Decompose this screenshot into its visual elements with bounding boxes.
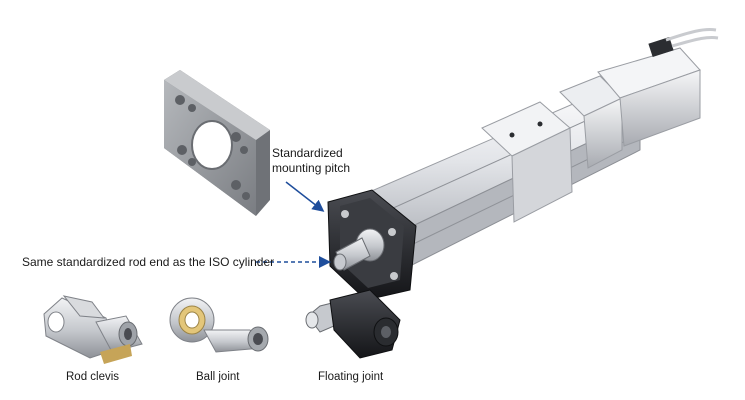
floating-joint-label: Floating joint xyxy=(318,371,384,383)
mounting-pitch-arrow xyxy=(285,181,325,212)
mounting-pitch-label: Standardized mounting pitch xyxy=(272,146,350,176)
ball-joint-label: Ball joint xyxy=(196,371,240,383)
mounting-pitch-label-line2: mounting pitch xyxy=(272,161,351,175)
rod-clevis xyxy=(43,295,143,364)
mounting-pitch-label-line1: Standardized xyxy=(272,146,343,160)
electric-actuator xyxy=(327,28,719,301)
ball-joint xyxy=(169,297,269,353)
rod-clevis-label: Rod clevis xyxy=(66,371,120,383)
floating-joint xyxy=(305,289,401,359)
rod-end-label: Same standardized rod end as the ISO cyl… xyxy=(22,255,275,269)
mounting-plate xyxy=(164,70,270,216)
